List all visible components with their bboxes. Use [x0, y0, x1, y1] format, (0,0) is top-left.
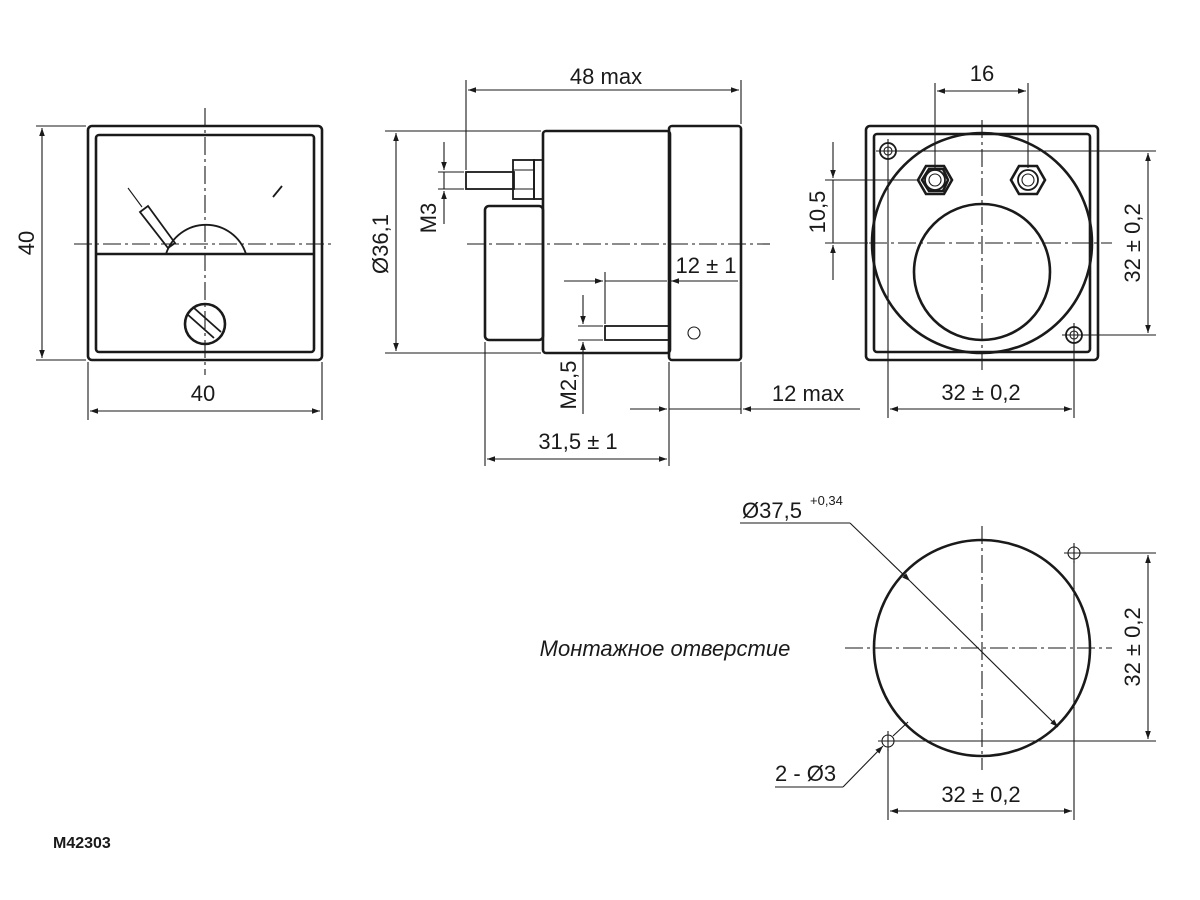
drawing-code: M42303 [53, 835, 111, 852]
m3-washer [533, 159, 544, 200]
depth-max-label: 12 max [772, 381, 844, 406]
rear-view: 16 10,5 32 ± 0,2 32 ± 0,2 [805, 61, 1156, 418]
terminal-offset-label: 10,5 [805, 191, 830, 234]
side-rear-boss [483, 204, 545, 342]
terminal-nut-left [920, 167, 950, 193]
terminal-spacing-label: 16 [970, 61, 994, 86]
side-body [541, 129, 672, 355]
needle-body [138, 204, 177, 250]
cutout-diameter-tolerance: +0,34 [810, 493, 843, 508]
cutout-vertical-label: 32 ± 0,2 [1120, 607, 1145, 686]
stud-length-label: 12 ± 1 [675, 253, 736, 278]
cutout-caption: Монтажное отверстие [540, 636, 791, 661]
cutout-diameter-label: Ø37,5 [742, 498, 802, 523]
rear-vertical-label: 32 ± 0,2 [1120, 203, 1145, 282]
side-view: Ø36,1 M3 M2,5 48 max 12 ± 1 12 max [368, 64, 860, 466]
mounting-cutout: Ø37,5 +0,34 2 - Ø3 32 ± 0,2 32 ± 0,2 Мон… [540, 493, 1156, 820]
side-bezel [667, 124, 743, 362]
m25-stud [604, 325, 670, 341]
front-width-label: 40 [191, 381, 215, 406]
front-height-label: 40 [14, 231, 39, 255]
terminal-nut-right-shape [1009, 164, 1047, 196]
side-screw-head [687, 326, 701, 340]
m3-stud [465, 171, 515, 190]
cutout-horizontal-label: 32 ± 0,2 [941, 782, 1020, 807]
screw-slot-1 [186, 313, 215, 339]
needle [127, 187, 143, 208]
m3-nut [512, 159, 535, 200]
m25-label: M2,5 [556, 361, 581, 410]
total-length-label: 48 max [570, 64, 642, 89]
diameter-label: Ø36,1 [368, 214, 393, 274]
scale-mark [272, 185, 283, 198]
cutout-diameter-value: Ø37,5 [742, 498, 802, 523]
cutout-holes-label: 2 - Ø3 [775, 761, 836, 786]
body-length-label: 31,5 ± 1 [538, 429, 617, 454]
front-view: 40 40 [14, 108, 335, 420]
screw-slot-2 [193, 307, 222, 333]
m3-label: M3 [416, 203, 441, 234]
pivot-arc [165, 223, 247, 255]
rear-horizontal-label: 32 ± 0,2 [941, 380, 1020, 405]
